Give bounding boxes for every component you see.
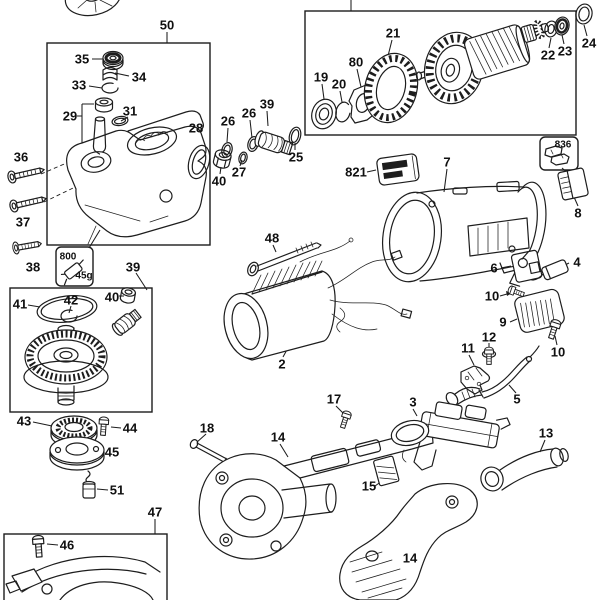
grease-tube-icon xyxy=(60,259,84,286)
assembly-box-gear xyxy=(9,287,153,413)
cord-clamp-drawing xyxy=(460,365,491,395)
small-screws-drawing xyxy=(31,284,563,558)
gear-case-drawing xyxy=(66,110,207,245)
spindle-bearing-43-drawing xyxy=(50,415,98,448)
cord-protector-8-drawing xyxy=(557,167,589,201)
kit-836-parts-drawing xyxy=(544,145,570,166)
grease-box-800 xyxy=(55,246,94,287)
wheel-guard-drawing xyxy=(5,555,161,600)
housing-screws-drawing xyxy=(6,163,49,256)
brush-cap-51-drawing xyxy=(82,470,96,499)
spindle-parts-row-drawing xyxy=(187,126,302,180)
assembly-box-guard xyxy=(3,533,168,600)
assembly-box-50 xyxy=(46,42,211,246)
nameplate-821-drawing xyxy=(376,153,420,186)
handle-clamshell-left-drawing xyxy=(198,427,434,560)
anti-vibration-plate-15-drawing xyxy=(373,455,400,487)
side-handle-tube-13-drawing xyxy=(480,447,569,492)
switch-module-drawing xyxy=(390,401,511,471)
field-lead-wires-drawing xyxy=(299,237,413,333)
assembly-box-armature xyxy=(304,10,577,136)
armature-assembly-drawing xyxy=(311,3,593,130)
carbon-brush-drawing xyxy=(530,259,569,281)
power-cord-drawing xyxy=(445,345,540,407)
handle-clamshell-right-drawing xyxy=(339,483,478,600)
spindle-gear-assembly-drawing xyxy=(23,287,142,406)
spindle-lock-parts-drawing xyxy=(92,50,129,155)
field-assembly-drawing xyxy=(223,260,336,361)
group-boxes xyxy=(3,10,579,600)
outer-flange-45-drawing xyxy=(49,436,105,471)
field-screw-48-drawing xyxy=(247,241,322,277)
kit-box-836 xyxy=(539,136,579,171)
grinding-wheel-drawing xyxy=(64,0,122,17)
brush-holder-drawing xyxy=(509,249,543,287)
